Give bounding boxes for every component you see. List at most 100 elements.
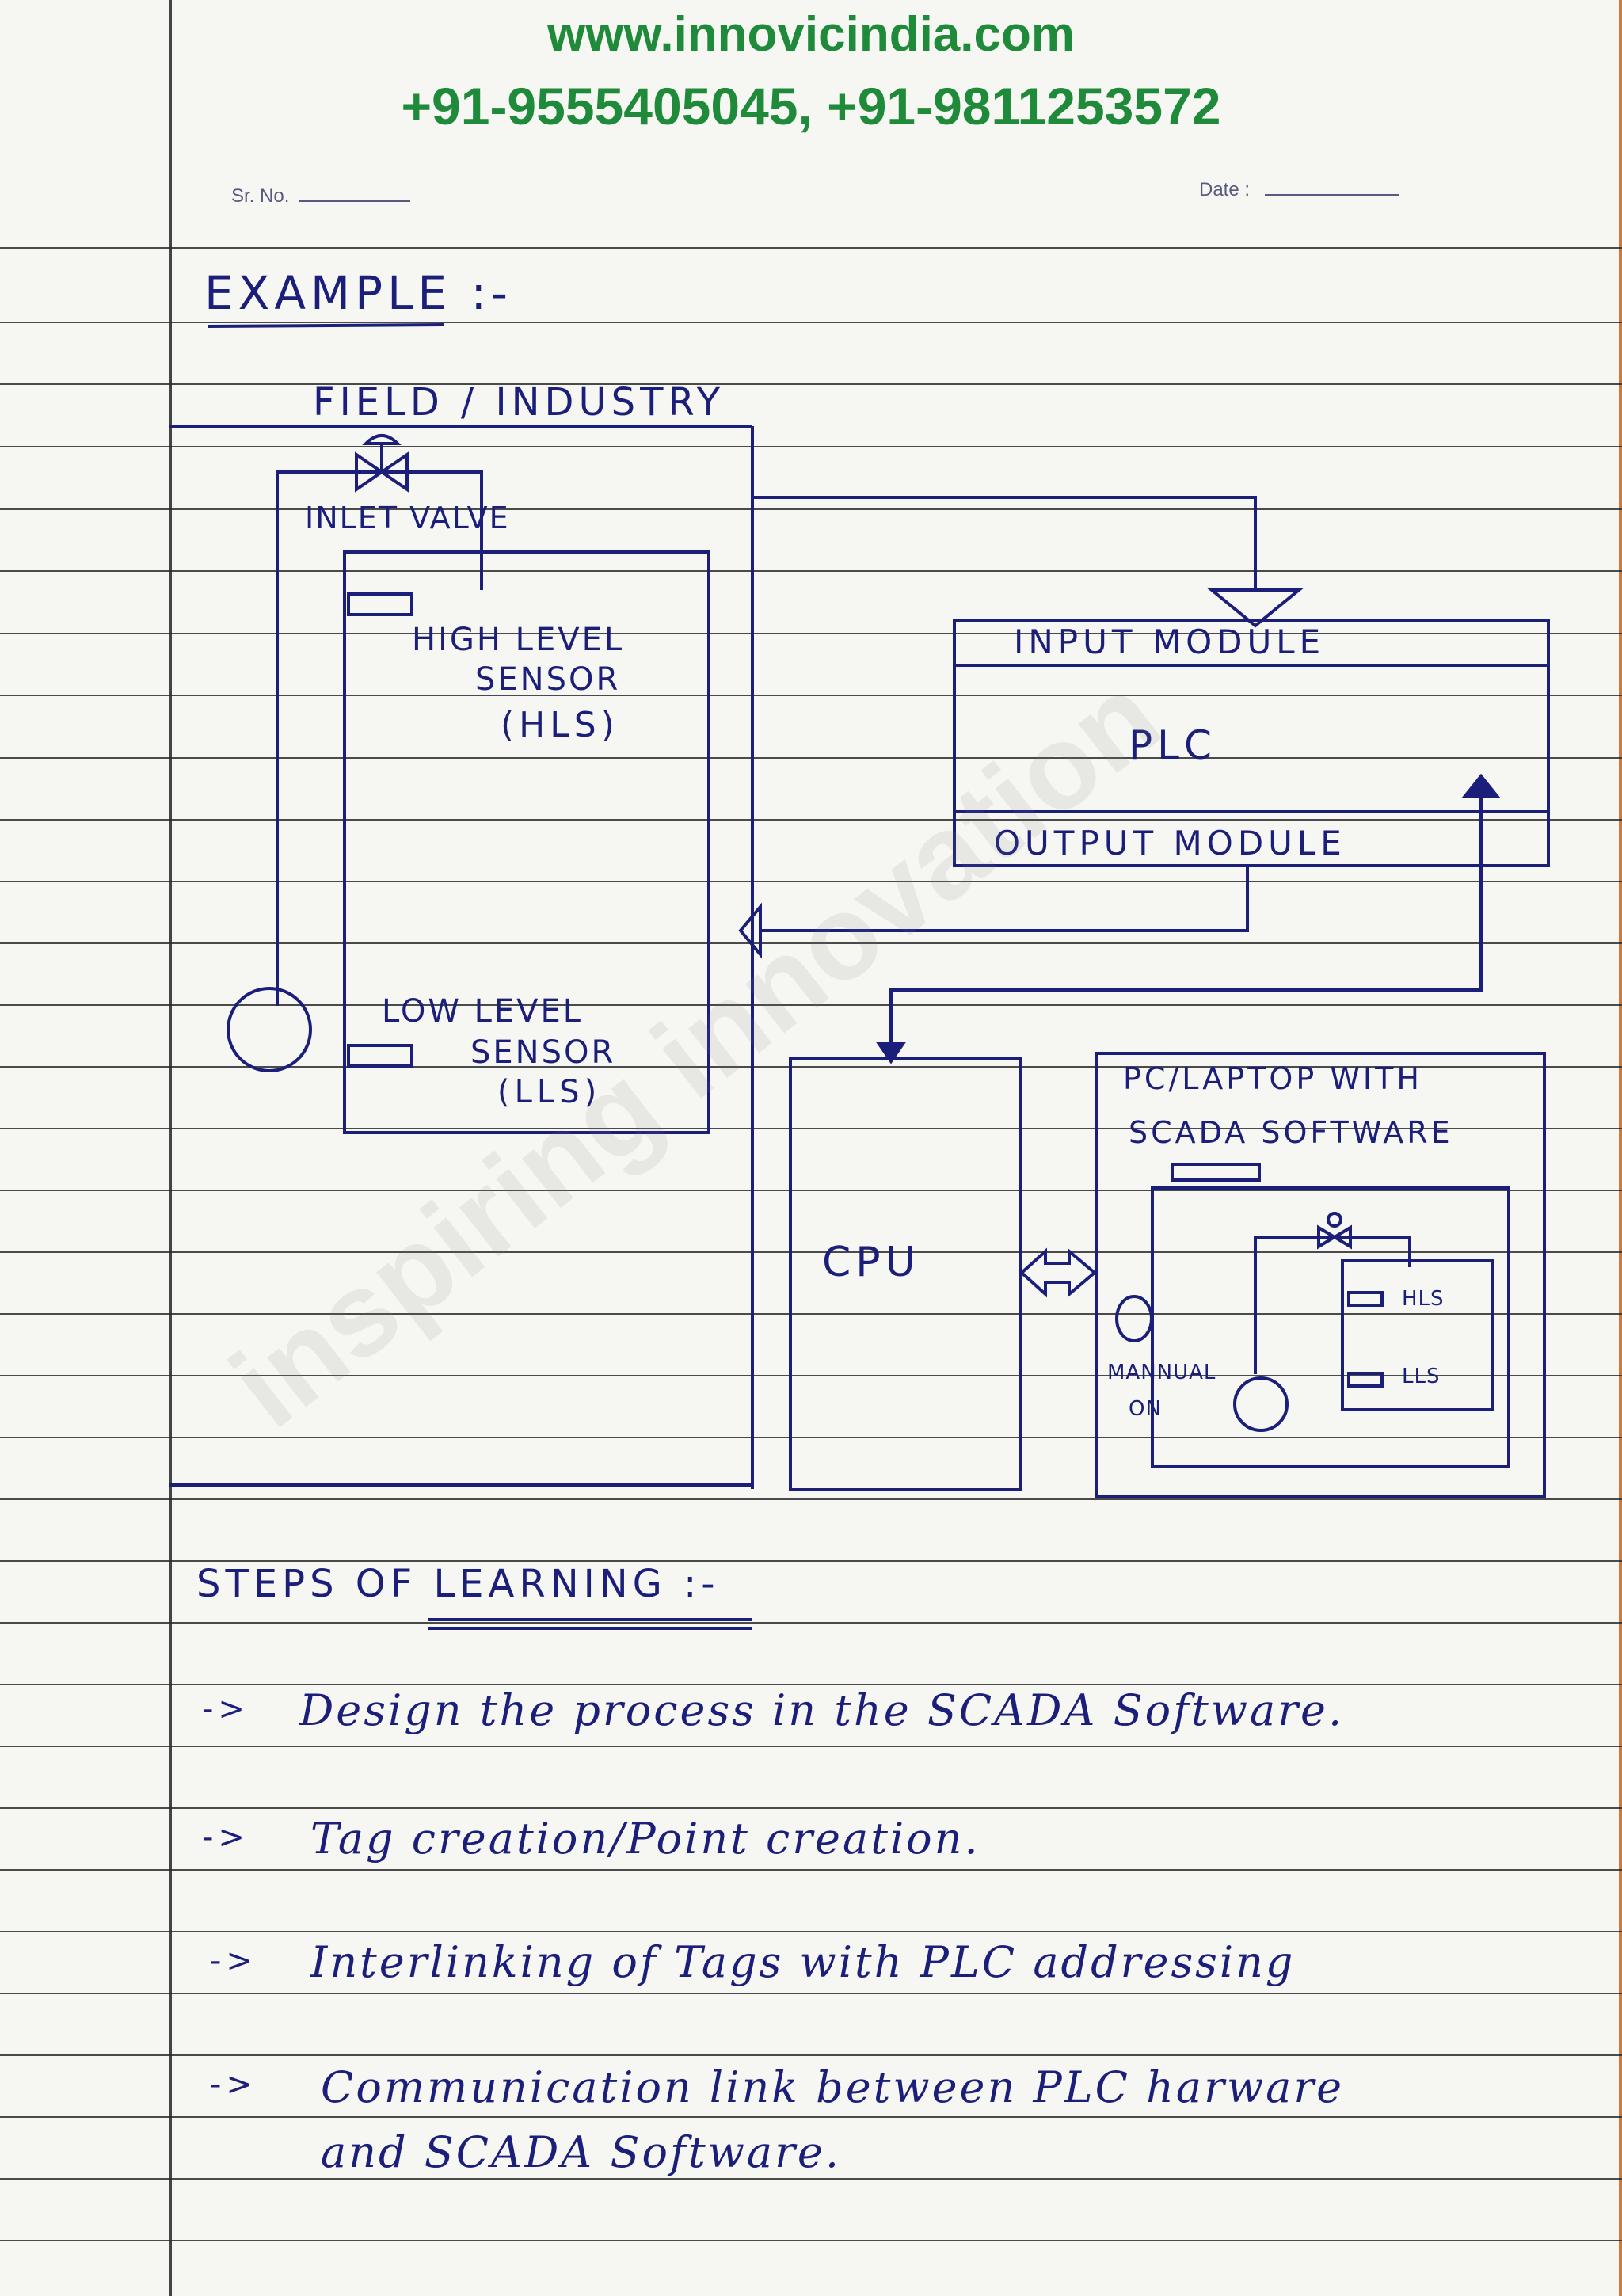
step-4-text: Communication link between PLC harware [321,2062,1345,2112]
valve-right [379,451,409,493]
step-3-arrow: -> [210,1943,257,1979]
margin-line [169,0,172,2296]
mini-hls-label: HLS [1402,1287,1445,1311]
step-2-arrow: -> [202,1819,249,1856]
mini-lls [1347,1372,1384,1388]
hls-label-line1: HIGH LEVEL [412,622,625,658]
mini-pump [1233,1376,1289,1432]
cpu-pc-double-arrow [1019,1247,1098,1298]
sr-no-text: Sr. No. [231,185,290,207]
output-module-label: OUTPUT MODULE [994,824,1346,862]
cpu-label: CPU [822,1239,920,1286]
ruled-line [0,322,1622,323]
mini-valve-left [1317,1224,1338,1250]
hls-label-line3: (HLS) [501,705,619,745]
ruled-line [0,1313,1622,1315]
ruled-line [0,2116,1622,2118]
ruled-line [0,819,1622,821]
date-blank [1264,194,1399,196]
step-4-arrow: -> [210,2066,257,2103]
hls-label-line2: SENSOR [475,661,621,698]
ruled-line [0,1437,1622,1438]
cpu-box [789,1057,1022,1491]
output-to-field-line [760,866,1249,932]
mini-valve-right [1331,1224,1352,1250]
ruled-line [0,446,1622,447]
lls-label-line1: LOW LEVEL [382,993,584,1030]
step-3-text: Interlinking of Tags with PLC addressing [310,1937,1296,1987]
output-arrowhead [738,902,762,959]
ruled-line [0,1560,1622,1562]
sr-no-blank [299,200,411,202]
ruled-line [0,1128,1622,1129]
sr-no-label: Sr. No. [231,185,411,208]
pc-label-line2: SCADA SOFTWARE [1129,1115,1453,1150]
website-header: www.innovicindia.com [546,7,1075,62]
tank [343,550,710,1134]
ruled-line [0,570,1622,572]
ruled-line [0,1004,1622,1006]
cpu-to-plc-line [889,792,1483,1053]
date-label: Date : [1199,179,1399,201]
ruled-line [0,1746,1622,1747]
ruled-line [0,881,1622,882]
plc-arrowhead [1461,773,1501,798]
ruled-line [0,1066,1622,1068]
mini-pipe [1254,1236,1411,1374]
ruled-line [0,2178,1622,2180]
manual-label-line1: MANNUAL [1107,1361,1216,1384]
lls-label-line3: (LLS) [497,1074,602,1110]
plc-box [953,619,1550,867]
ruled-line [0,942,1622,944]
ruled-line [0,1869,1622,1871]
example-title: EXAMPLE :- [204,266,512,320]
page-edge [1619,0,1622,2296]
mini-valve-handle [1327,1212,1342,1228]
lls-label-line2: SENSOR [470,1034,616,1071]
ruled-line [0,383,1622,385]
ruled-line [0,2054,1622,2056]
input-module-label: INPUT MODULE [1014,623,1326,661]
ruled-line [0,2240,1622,2241]
step-2-text: Tag creation/Point creation. [310,1814,980,1864]
ruled-line [0,1993,1622,1994]
manual-label-line2: ON [1129,1397,1162,1421]
ruled-line [0,247,1622,249]
mini-tank [1341,1259,1494,1411]
inlet-valve-label: INLET VALVE [305,501,510,535]
ruled-line [0,1807,1622,1809]
screen-stand [1171,1163,1261,1182]
lls-sensor [347,1044,413,1068]
ruled-line [0,1251,1622,1253]
ruled-line [0,695,1622,696]
pc-label-line1: PC/LAPTOP WITH [1123,1061,1422,1096]
plc-label: PLC [1129,722,1216,768]
phone-numbers: +91-9555405045, +91-9811253572 [401,77,1221,135]
mini-lls-label: LLS [1402,1365,1441,1388]
date-text: Date : [1199,179,1251,200]
ruled-line [0,757,1622,759]
cpu-arrowhead [876,1042,906,1064]
ruled-line [0,1931,1622,1932]
hls-sensor [347,592,413,616]
scada-screen [1151,1186,1510,1468]
ruled-line [0,1190,1622,1191]
example-underline [207,323,444,328]
step-4-continuation: and SCADA Software. [321,2127,842,2177]
ruled-line [0,508,1622,510]
field-industry-label: FIELD / INDUSTRY [313,380,725,425]
steps-title: STEPS OF LEARNING :- [196,1562,720,1606]
ruled-line [0,1684,1622,1685]
ruled-line [0,633,1622,634]
valve-left [355,451,385,493]
field-to-input-line [752,496,1257,590]
ruled-line [0,1375,1622,1376]
ruled-line [0,1622,1622,1624]
step-1-arrow: -> [202,1691,249,1727]
manual-switch [1115,1295,1153,1342]
input-arrowhead [1207,588,1304,628]
mini-hls [1347,1291,1384,1307]
pump-circle [227,987,312,1072]
